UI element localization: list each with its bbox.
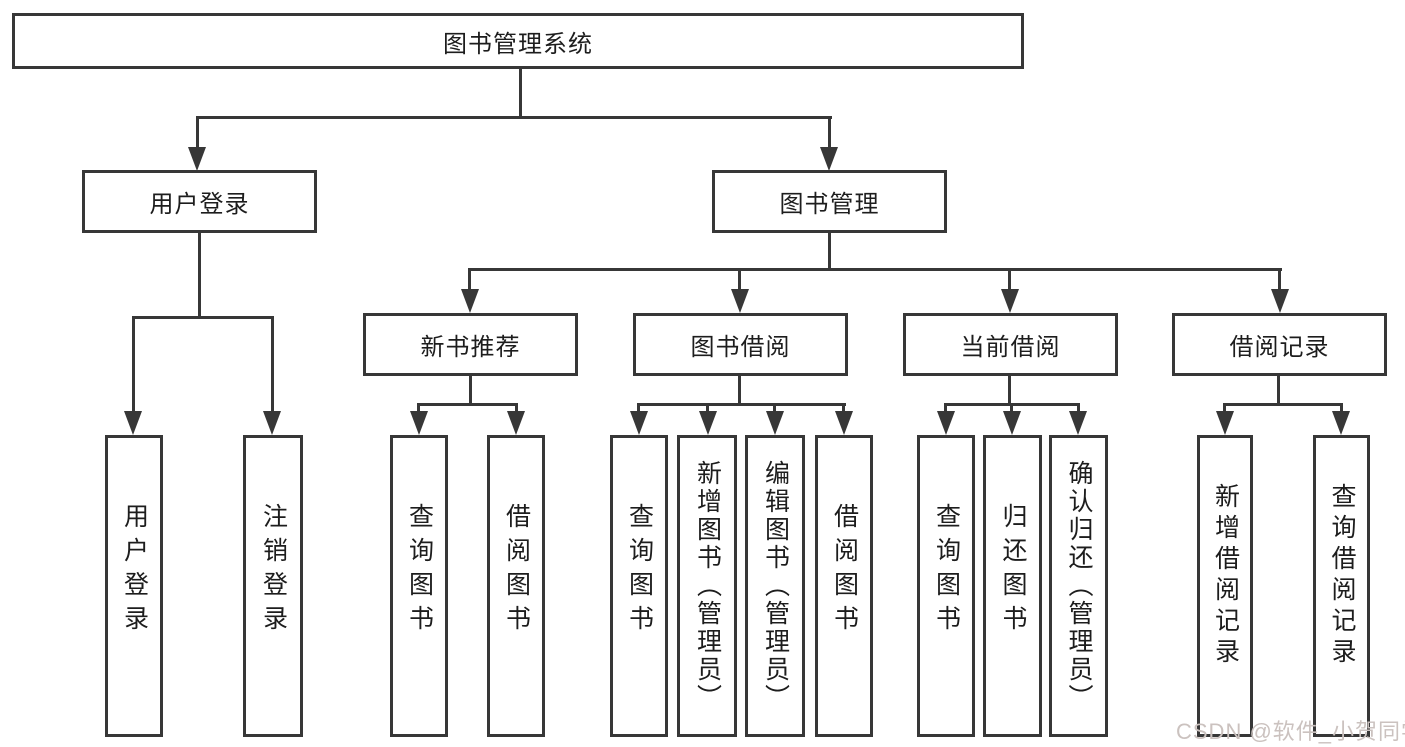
arrow-down-icon bbox=[124, 411, 142, 435]
connector-book-borrow-stem bbox=[738, 375, 741, 405]
connector-book-borrow-bar bbox=[637, 403, 846, 406]
node-book-mgmt: 图书管理 bbox=[712, 170, 947, 233]
leaf-cb-confirm-return-admin: 确认归还（管理员） bbox=[1049, 435, 1108, 737]
connector-drop bbox=[1223, 405, 1226, 413]
connector-drop bbox=[773, 405, 776, 413]
leaf-nb-borrow-book: 借阅图书 bbox=[487, 435, 545, 737]
connector-drop-book-borrow bbox=[738, 270, 741, 291]
arrow-down-icon bbox=[461, 289, 479, 313]
arrow-down-icon bbox=[1001, 289, 1019, 313]
leaf-bb-edit-book-admin: 编辑图书（管理员） bbox=[745, 435, 805, 737]
arrow-down-icon bbox=[731, 289, 749, 313]
leaf-logout: 注销登录 bbox=[243, 435, 303, 737]
connector-drop bbox=[1077, 405, 1080, 413]
connector-drop-book-mgmt bbox=[828, 118, 831, 148]
arrow-down-icon bbox=[1069, 411, 1087, 435]
connector-borrow-record-stem bbox=[1277, 375, 1280, 405]
watermark: CSDN @软件_小贺同学 bbox=[1176, 719, 1405, 744]
node-new-book-recommend: 新书推荐 bbox=[363, 313, 578, 376]
leaf-cb-return-book: 归还图书 bbox=[983, 435, 1042, 737]
connector-drop bbox=[417, 405, 420, 413]
connector-drop bbox=[515, 405, 518, 413]
leaf-br-query-record: 查询借阅记录 bbox=[1313, 435, 1370, 737]
arrow-down-icon bbox=[766, 411, 784, 435]
connector-drop-borrow-record bbox=[1278, 270, 1281, 291]
arrow-down-icon bbox=[699, 411, 717, 435]
connector-drop bbox=[637, 405, 640, 413]
arrow-down-icon bbox=[1271, 289, 1289, 313]
arrow-down-icon bbox=[835, 411, 853, 435]
connector-new-book-bar bbox=[417, 403, 518, 406]
connector-book-mgmt-bar bbox=[468, 268, 1282, 271]
connector-drop bbox=[1010, 405, 1013, 413]
connector-drop bbox=[706, 405, 709, 413]
connector-user-login-stem bbox=[198, 233, 201, 318]
node-current-borrow: 当前借阅 bbox=[903, 313, 1118, 376]
connector-root-stem bbox=[519, 69, 522, 118]
connector-current-borrow-bar bbox=[944, 403, 1080, 406]
connector-drop-leaf-logout bbox=[271, 318, 274, 412]
arrow-down-icon bbox=[263, 411, 281, 435]
connector-user-login-bar bbox=[132, 316, 274, 319]
leaf-bb-query-book: 查询图书 bbox=[610, 435, 668, 737]
leaf-cb-query-book: 查询图书 bbox=[917, 435, 975, 737]
arrow-down-icon bbox=[630, 411, 648, 435]
connector-borrow-record-bar bbox=[1223, 403, 1343, 406]
connector-drop-new-book bbox=[468, 270, 471, 291]
node-borrow-record: 借阅记录 bbox=[1172, 313, 1387, 376]
connector-drop bbox=[1340, 405, 1343, 413]
arrow-down-icon bbox=[410, 411, 428, 435]
leaf-bb-add-book-admin: 新增图书（管理员） bbox=[677, 435, 737, 737]
connector-drop-user-login bbox=[196, 118, 199, 148]
connector-root-bar bbox=[196, 116, 832, 119]
connector-drop-leaf-user-login bbox=[132, 318, 135, 412]
node-root: 图书管理系统 bbox=[12, 13, 1024, 69]
leaf-br-add-record: 新增借阅记录 bbox=[1197, 435, 1253, 737]
arrow-down-icon bbox=[1332, 411, 1350, 435]
leaf-nb-query-book: 查询图书 bbox=[390, 435, 448, 737]
node-book-borrow: 图书借阅 bbox=[633, 313, 848, 376]
connector-new-book-stem bbox=[469, 375, 472, 405]
arrow-down-icon bbox=[1216, 411, 1234, 435]
leaf-user-login: 用户登录 bbox=[105, 435, 163, 737]
arrow-down-icon bbox=[188, 147, 206, 171]
arrow-down-icon bbox=[1003, 411, 1021, 435]
arrow-down-icon bbox=[820, 147, 838, 171]
connector-drop bbox=[944, 405, 947, 413]
connector-current-borrow-stem bbox=[1008, 375, 1011, 405]
arrow-down-icon bbox=[937, 411, 955, 435]
leaf-bb-borrow-book: 借阅图书 bbox=[815, 435, 873, 737]
connector-book-mgmt-stem bbox=[828, 233, 831, 270]
arrow-down-icon bbox=[507, 411, 525, 435]
connector-drop bbox=[842, 405, 845, 413]
connector-drop-current-borrow bbox=[1008, 270, 1011, 291]
node-user-login: 用户登录 bbox=[82, 170, 317, 233]
